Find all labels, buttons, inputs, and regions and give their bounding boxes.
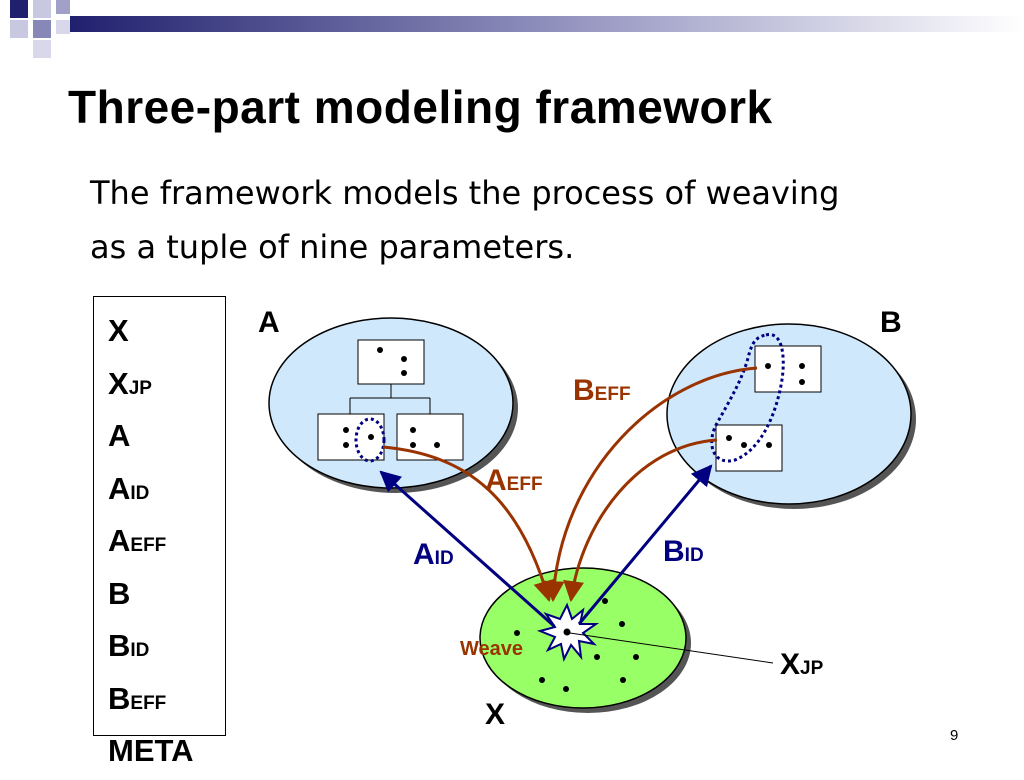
label-x-jp: XJP	[780, 648, 824, 681]
b-eff-arrow-2	[563, 438, 718, 603]
param-b-eff: BEFF	[108, 680, 167, 716]
parameter-list: X XJP A AID AEFF B BID BEFF META	[93, 296, 226, 768]
label-b: B	[880, 306, 902, 339]
class-boxes-b	[715, 345, 822, 472]
x-jp-pointer	[569, 632, 774, 664]
a-id-arrow	[379, 470, 555, 628]
join-points-x	[514, 598, 639, 692]
a-selection-outline	[354, 417, 386, 463]
param-a-id: AID	[108, 470, 150, 506]
page-number: 9	[950, 727, 959, 744]
label-a: A	[258, 306, 280, 339]
header-decoration	[10, 0, 1024, 58]
param-a: A	[108, 418, 131, 453]
label-a-id: AID	[413, 538, 454, 571]
label-weave: Weave	[460, 638, 524, 660]
param-b-id: BID	[108, 628, 150, 663]
a-eff-arrow	[382, 445, 554, 603]
param-x: X	[108, 313, 129, 348]
label-x: X	[485, 698, 506, 731]
slide-subtitle: The framework models the process of weav…	[90, 174, 840, 266]
param-meta: META	[108, 733, 194, 768]
slide-title: Three-part modeling framework	[68, 81, 773, 133]
b-eff-arrow-1	[543, 366, 758, 603]
label-a-eff: AEFF	[485, 464, 543, 497]
param-a-eff: AEFF	[108, 523, 167, 558]
label-b-eff: BEFF	[573, 374, 631, 407]
label-b-id: BID	[663, 535, 704, 568]
class-tree-a	[317, 339, 464, 461]
param-b: B	[108, 575, 131, 611]
b-id-arrow	[577, 464, 713, 625]
param-x-jp: XJP	[108, 365, 152, 401]
